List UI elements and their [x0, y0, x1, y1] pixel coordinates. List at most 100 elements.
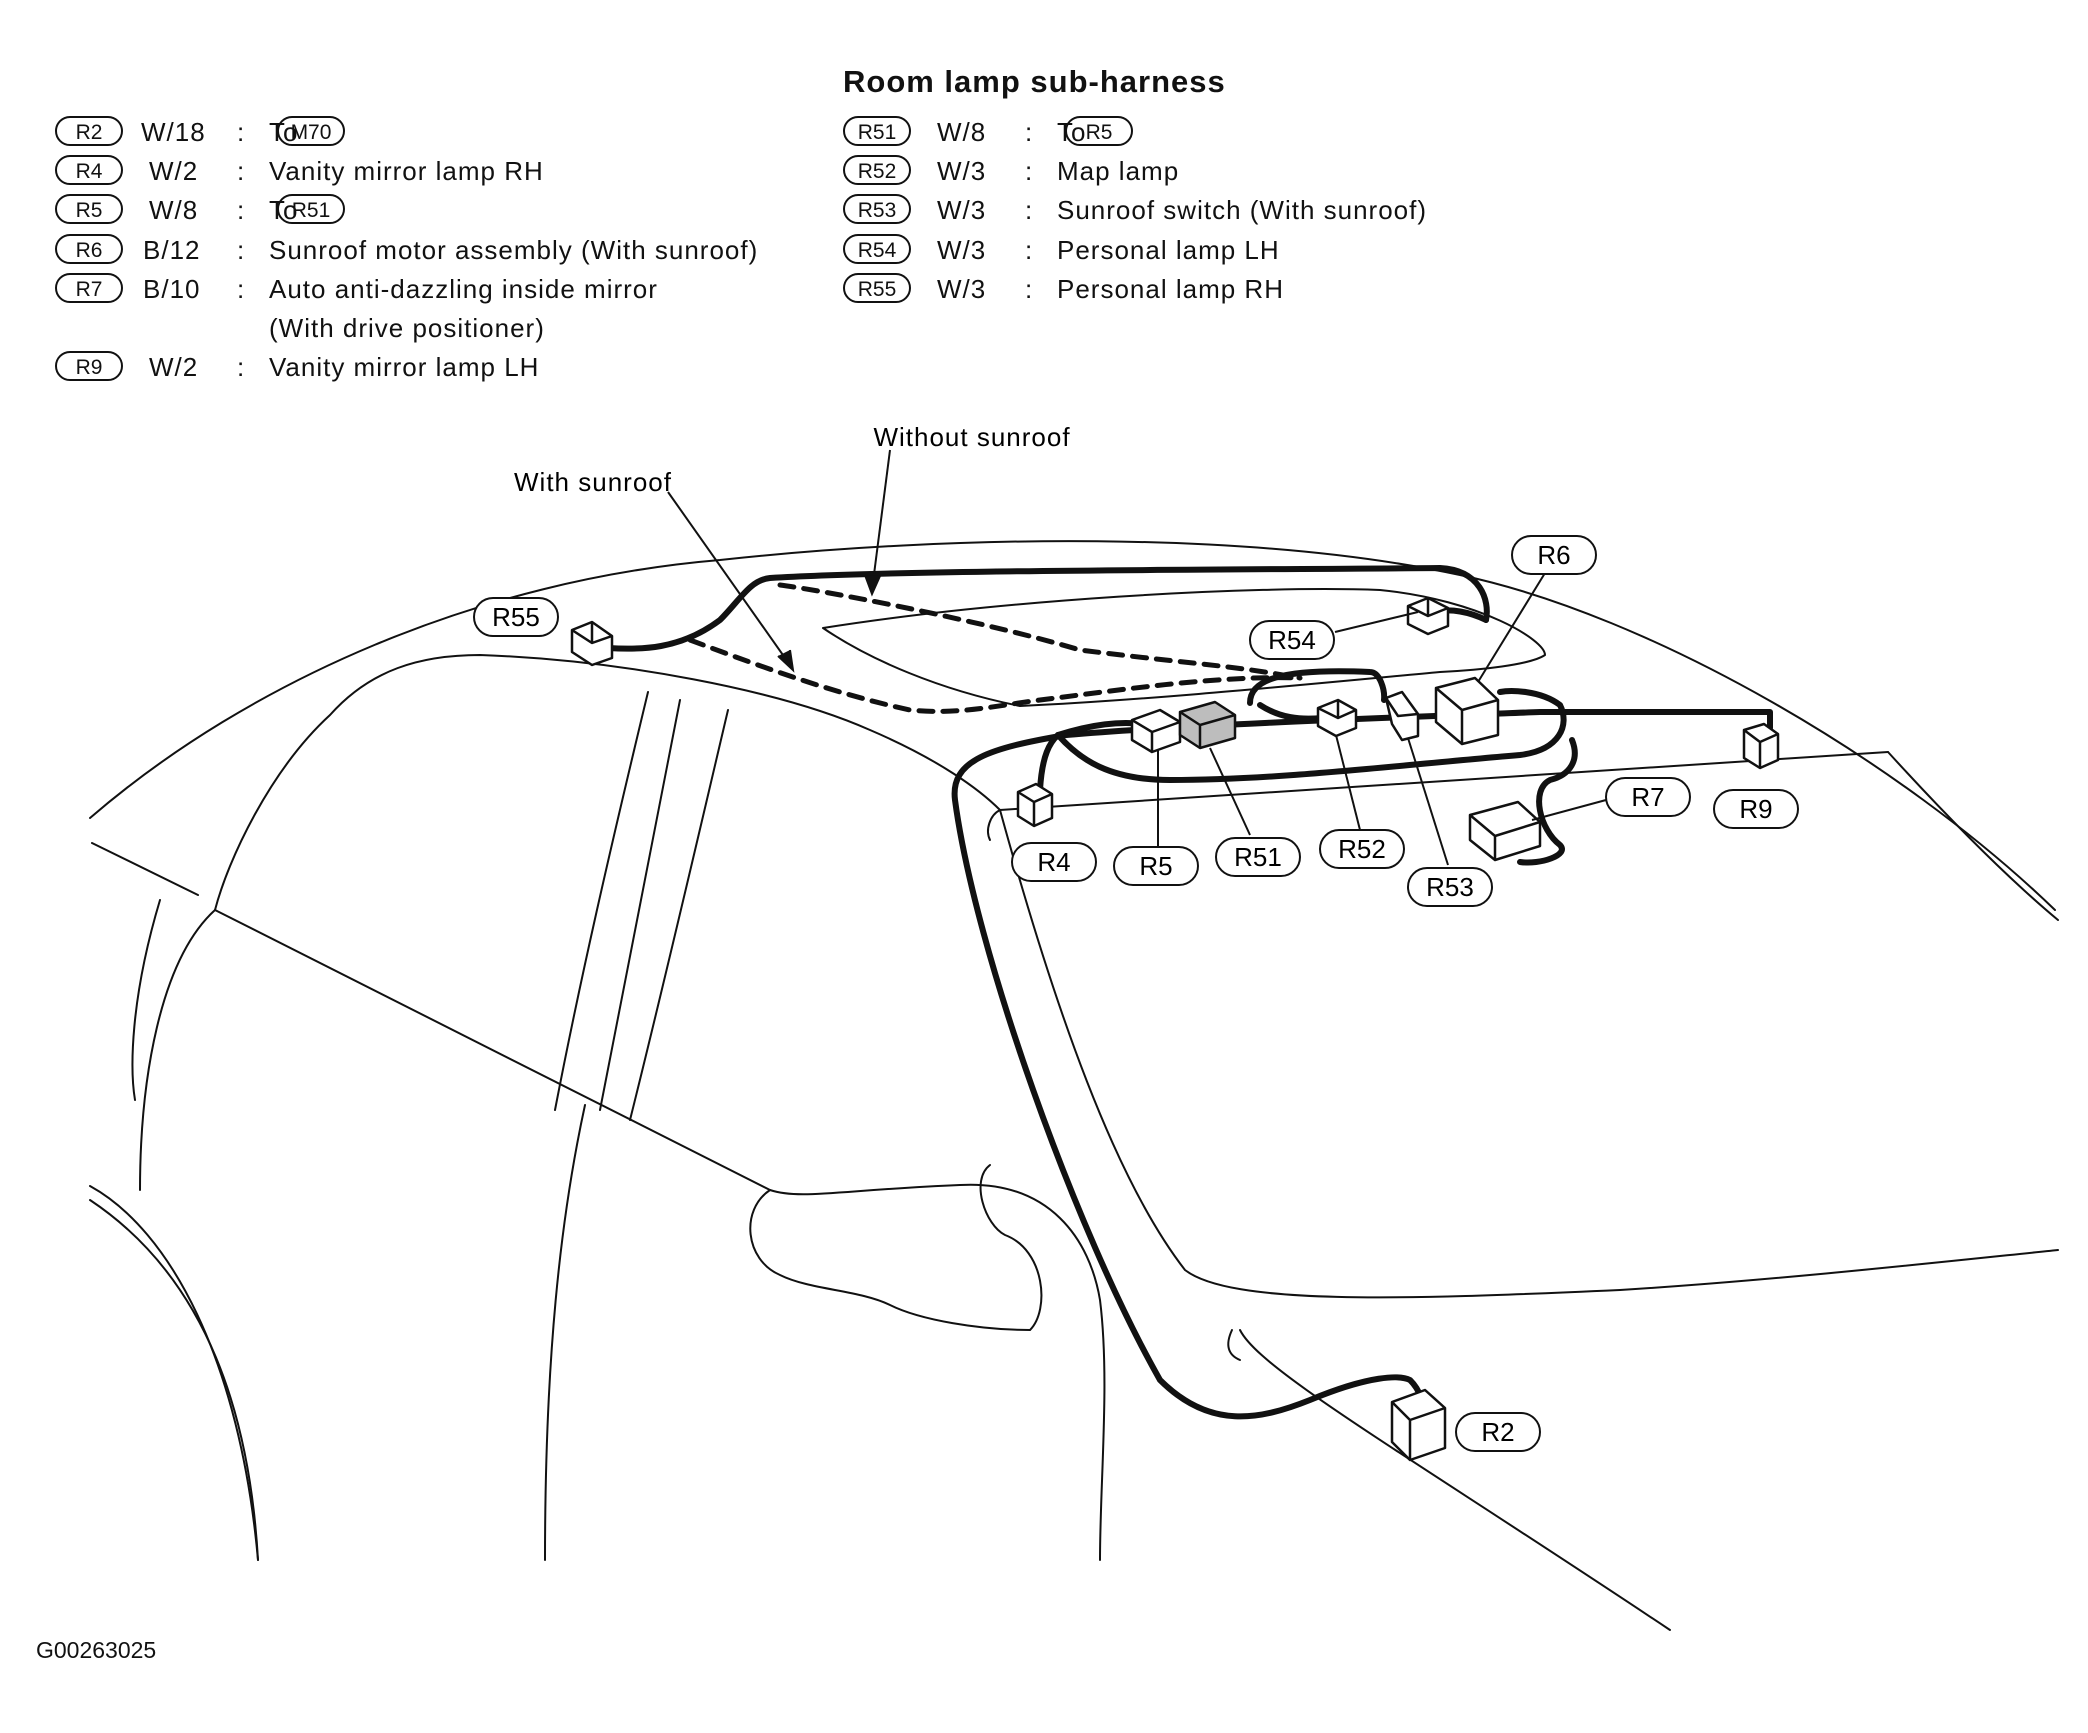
connector-r51-body [1178, 700, 1237, 750]
leader-r6 [1477, 572, 1546, 683]
connector-id-badge: R2 [55, 116, 123, 146]
leader-without-sunroof [871, 449, 891, 591]
leader-r53 [1407, 737, 1449, 866]
separator: : [1025, 235, 1034, 265]
connector-description: Vanity mirror lamp LH [269, 352, 540, 382]
arrow-with-sunroof [777, 649, 795, 673]
figure-id: G00263025 [36, 1637, 157, 1663]
leader-with-sunroof [667, 491, 791, 666]
c-pillar-line [131, 899, 161, 1101]
reference-connector-badge: M70 [277, 116, 345, 146]
connector-description-continued: (With drive positioner) [269, 313, 545, 343]
separator: : [1025, 274, 1034, 304]
wire-code: W/8 [149, 195, 199, 225]
connector-r2-body [1390, 1388, 1447, 1462]
a-pillar-inner [987, 809, 1001, 841]
legend-row-r54: R54 W/3 : Personal lamp LH [843, 230, 1563, 270]
connector-id-badge: R4 [55, 155, 123, 185]
legend-row-r7-continued: (With drive positioner) [55, 308, 815, 348]
door-frame-mid [139, 909, 216, 1191]
leader-r52 [1335, 734, 1361, 831]
wire-code: W/18 [141, 117, 206, 147]
door-frame-upper [214, 909, 771, 1191]
without-sunroof-label: Without sunroof [873, 422, 1070, 452]
connector-r53-body [1384, 690, 1420, 742]
callout-r51-label: R51 [1234, 842, 1282, 872]
separator: : [237, 235, 246, 265]
callout-r52: R52 [1319, 829, 1405, 869]
callout-r5-label: R5 [1139, 851, 1172, 881]
callout-badges: R55 R6 R54 R4 R5 R51 [473, 535, 1799, 1452]
callout-r6: R6 [1511, 535, 1597, 575]
connector-r4-body [1016, 782, 1054, 828]
connector-r7-body [1468, 800, 1542, 862]
wire-code: W/3 [937, 235, 987, 265]
callout-r7-label: R7 [1631, 782, 1664, 812]
separator: : [1025, 117, 1034, 147]
harness-r52-branch [1257, 702, 1325, 722]
separator: : [1025, 195, 1034, 225]
subharness-title: Room lamp sub-harness [843, 64, 1226, 99]
rear-door-curve [89, 1185, 259, 1561]
separator: : [237, 156, 246, 186]
with-sunroof-label: With sunroof [514, 467, 672, 497]
main-harness-down [951, 732, 1425, 1420]
callout-r9: R9 [1713, 789, 1799, 829]
b-pillar-right [599, 699, 681, 1111]
connector-id-badge: R9 [55, 351, 123, 381]
wire-code: B/12 [143, 235, 201, 265]
harness-loop-lower [1055, 688, 1567, 783]
callout-r52-label: R52 [1338, 834, 1386, 864]
wire-code: B/10 [143, 274, 201, 304]
callout-r2: R2 [1455, 1412, 1541, 1452]
connector-description: Auto anti-dazzling inside mirror [269, 274, 658, 304]
legend-row-r53: R53 W/3 : Sunroof switch (With sunroof) [843, 190, 1563, 230]
separator: : [237, 274, 246, 304]
connector-description: Sunroof switch (With sunroof) [1057, 195, 1428, 225]
callout-r55: R55 [473, 597, 559, 637]
legend-row-r52: R52 W/3 : Map lamp [843, 151, 1563, 191]
connector-id-badge: R54 [843, 234, 911, 264]
windshield-right-edge [1887, 751, 2059, 921]
connector-r55-body [570, 620, 614, 667]
callout-r53: R53 [1407, 867, 1493, 907]
connector-id-badge: R53 [843, 194, 911, 224]
legend-row-r55: R55 W/3 : Personal lamp RH [843, 269, 1563, 309]
leader-r7 [1531, 799, 1607, 821]
callout-leaders [667, 449, 1607, 866]
connector-description: Personal lamp RH [1057, 274, 1284, 304]
connector-r9-body [1742, 722, 1780, 770]
lower-roof-edge [91, 842, 199, 896]
rear-door-edge [544, 1104, 586, 1561]
connector-id-badge: R51 [843, 116, 911, 146]
connector-r54-body [1406, 596, 1450, 636]
wire-code: W/2 [149, 156, 199, 186]
harness-loop-upper [1247, 668, 1388, 706]
windshield-top-line [999, 751, 1889, 811]
callout-r9-label: R9 [1739, 794, 1772, 824]
separator: : [237, 117, 246, 147]
callout-r53-label: R53 [1426, 872, 1474, 902]
dashed-route [687, 582, 1303, 714]
callout-r51: R51 [1215, 837, 1301, 877]
legend-row-r4: R4 W/2 : Vanity mirror lamp RH [55, 151, 815, 191]
b-pillar-inner [629, 709, 729, 1121]
connectors [570, 596, 1780, 1462]
connector-description: Sunroof motor assembly (With sunroof) [269, 235, 759, 265]
connector-r5-body [1130, 708, 1182, 754]
door-top-curve [769, 1183, 1106, 1561]
connector-description: Map lamp [1057, 156, 1180, 186]
hood-notch [1227, 1329, 1241, 1361]
legend-row-r7: R7 B/10 : Auto anti-dazzling inside mirr… [55, 269, 815, 309]
connector-r52-body [1316, 698, 1358, 738]
wire-code: W/3 [937, 195, 987, 225]
callout-r54-label: R54 [1268, 625, 1316, 655]
